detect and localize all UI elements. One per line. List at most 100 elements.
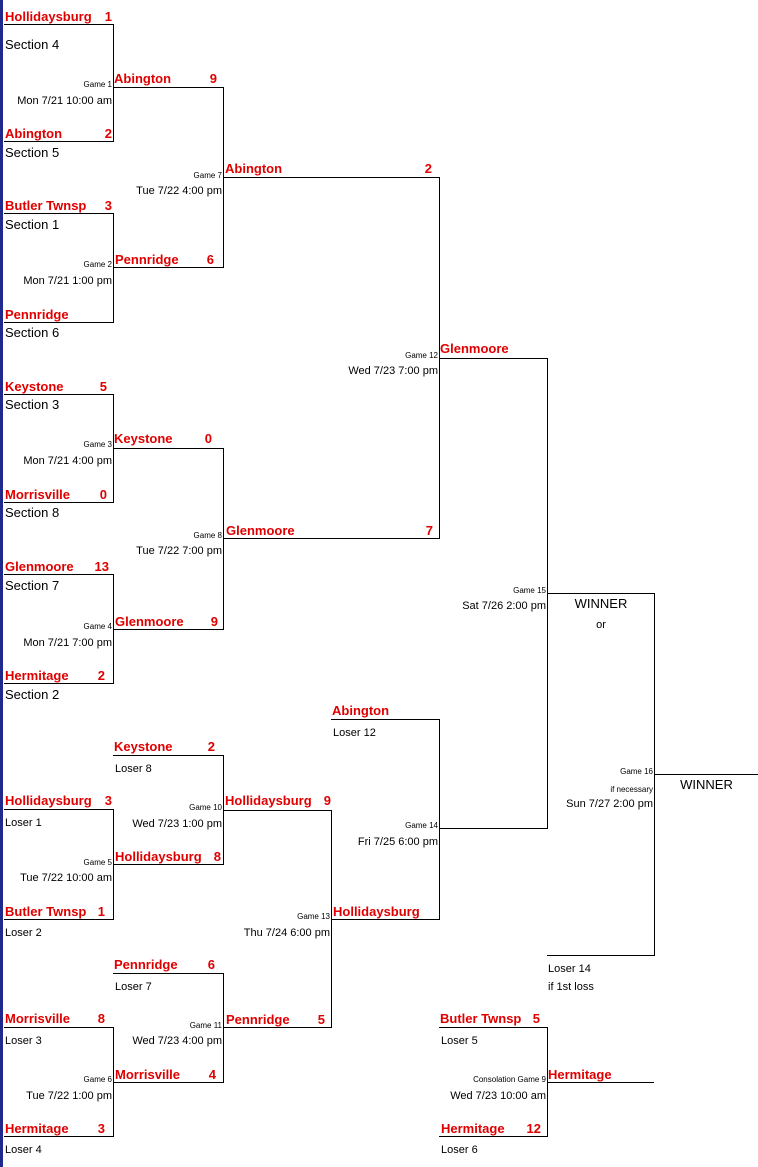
team-name: Hermitage	[441, 1121, 505, 1136]
game-time: Wed 7/23 1:00 pm	[132, 818, 222, 830]
game-label: Game 3	[83, 440, 112, 449]
team-score: 1	[104, 9, 112, 24]
team-score: 5	[317, 1012, 325, 1027]
loser-note: if 1st loss	[548, 981, 594, 993]
team-score: 2	[104, 126, 112, 141]
team-name: Hermitage	[5, 668, 69, 683]
team-name: Abington	[114, 71, 172, 86]
team-score: 12	[526, 1121, 541, 1136]
game-label: Game 15	[513, 586, 546, 595]
section-label: Section 7	[5, 578, 60, 593]
section-label: Section 5	[5, 145, 60, 160]
winner-label: WINNER	[574, 596, 628, 611]
bracket-game-14	[331, 719, 440, 920]
loser-label: Loser 8	[115, 763, 152, 775]
game-label: Game 1	[83, 80, 112, 89]
loser-label: Loser 2	[5, 927, 42, 939]
left-border-stripe	[0, 0, 3, 1167]
bracket-game-5	[4, 809, 114, 920]
team-name: Hollidaysburg	[115, 849, 202, 864]
team-score: 2	[424, 161, 432, 176]
team-name: Abington	[332, 703, 390, 718]
section-label: Section 4	[5, 37, 60, 52]
loser-label: Loser 6	[441, 1144, 478, 1156]
team-score: 7	[425, 523, 433, 538]
team-name: Abington	[5, 126, 63, 141]
team-name: Pennridge	[226, 1012, 290, 1027]
game-time: Tue 7/22 7:00 pm	[136, 545, 222, 557]
team-score: 2	[97, 668, 105, 683]
game-label: Game 11	[189, 1021, 222, 1030]
team-name: Butler Twnsp	[440, 1011, 522, 1026]
game-time: Fri 7/25 6:00 pm	[357, 836, 438, 848]
team-score: 9	[323, 793, 331, 808]
game-time: Tue 7/22 1:00 pm	[26, 1090, 112, 1102]
team-name: Hollidaysburg	[5, 793, 92, 808]
team-name: Pennridge	[5, 307, 69, 322]
team-name: Butler Twnsp	[5, 904, 87, 919]
team-score: 3	[97, 1121, 105, 1136]
team-name: Glenmoore	[440, 341, 509, 356]
game-label: Game 5	[83, 858, 112, 867]
team-score: 1	[97, 904, 105, 919]
team-score: 5	[532, 1011, 540, 1026]
game-label: Game 7	[193, 171, 222, 180]
game-time: Wed 7/23 7:00 pm	[348, 365, 438, 377]
team-score: 0	[99, 487, 107, 502]
team-score: 8	[213, 849, 221, 864]
section-label: Section 3	[5, 397, 60, 412]
team-score: 8	[97, 1011, 105, 1026]
team-score: 5	[99, 379, 107, 394]
team-name: Pennridge	[115, 252, 179, 267]
team-name: Morrisville	[5, 487, 71, 502]
game-time: Tue 7/22 4:00 pm	[136, 185, 222, 197]
game-time: Sat 7/26 2:00 pm	[462, 600, 546, 612]
loser-label: Loser 5	[441, 1035, 478, 1047]
loser-label: Loser 12	[333, 727, 376, 739]
team-score: 3	[104, 793, 112, 808]
team-name: Glenmoore	[5, 559, 74, 574]
if-necessary-note: if necessary	[610, 785, 653, 794]
team-name: Morrisville	[5, 1011, 71, 1026]
loser-label: Loser 3	[5, 1035, 42, 1047]
team-name: Pennridge	[114, 957, 178, 972]
game-label: Game 10	[189, 803, 222, 812]
team-score: 6	[207, 957, 215, 972]
team-name: Morrisville	[115, 1067, 181, 1082]
game-label: Game 12	[405, 351, 438, 360]
team-score: 2	[207, 739, 215, 754]
game-time: Thu 7/24 6:00 pm	[243, 927, 330, 939]
team-name: Glenmoore	[115, 614, 184, 629]
team-score: 9	[209, 71, 217, 86]
section-label: Section 1	[5, 217, 60, 232]
game-label: Game 6	[83, 1075, 112, 1084]
team-score: 13	[94, 559, 109, 574]
loser-label: Loser 1	[5, 817, 42, 829]
loser-label: Loser 14	[548, 963, 591, 975]
game-time: Wed 7/23 10:00 am	[450, 1090, 546, 1102]
team-score: 0	[204, 431, 212, 446]
bracket-game-6	[4, 1027, 114, 1137]
team-name: Keystone	[5, 379, 64, 394]
game-label: Game 2	[83, 260, 112, 269]
team-name: Butler Twnsp	[5, 198, 87, 213]
team-name: Hollidaysburg	[333, 904, 420, 919]
or-label: or	[596, 619, 606, 631]
team-name: Hollidaysburg	[5, 9, 92, 24]
game-label: Consolation Game 9	[473, 1075, 546, 1084]
game-time: Mon 7/21 1:00 pm	[23, 275, 112, 287]
section-label: Section 2	[5, 687, 60, 702]
game-time: Mon 7/21 7:00 pm	[23, 637, 112, 649]
team-name: Abington	[225, 161, 283, 176]
game-label: Game 16	[620, 767, 653, 776]
team-name: Hermitage	[5, 1121, 69, 1136]
game-time: Tue 7/22 10:00 am	[20, 872, 112, 884]
section-label: Section 6	[5, 325, 60, 340]
loser-label: Loser 4	[5, 1144, 42, 1156]
team-score: 9	[210, 614, 218, 629]
game-label: Game 13	[297, 912, 330, 921]
bracket-game-1	[4, 24, 114, 142]
game-label: Game 8	[193, 531, 222, 540]
team-name: Keystone	[114, 431, 173, 446]
